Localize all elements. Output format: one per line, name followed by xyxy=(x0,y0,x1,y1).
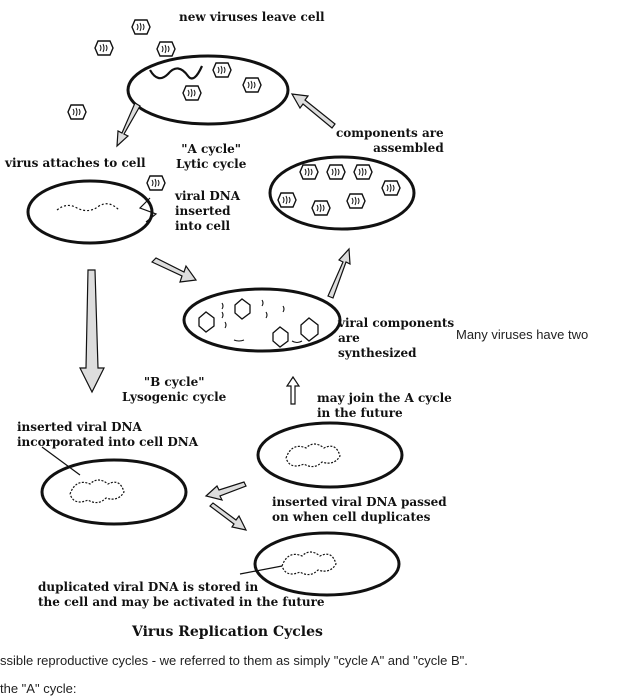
virus-icon xyxy=(67,104,87,120)
cell-release xyxy=(126,41,290,126)
virus-icon xyxy=(242,77,262,93)
arrow-synth-to-assembly xyxy=(327,247,351,299)
label-viral-dna-inserted: viral DNA inserted into cell xyxy=(175,189,241,233)
virus-icon xyxy=(326,164,346,180)
label-a-cycle: "A cycle" Lytic cycle xyxy=(176,142,247,171)
virus-icon xyxy=(353,164,373,180)
side-note: Many viruses have two xyxy=(456,327,589,342)
virus-icon xyxy=(182,85,202,101)
virus-icon xyxy=(346,193,366,209)
virus-icon xyxy=(131,19,151,35)
arrows-duplication xyxy=(204,481,248,531)
arrow-may-join xyxy=(285,375,301,405)
arrow-attach-to-synth xyxy=(150,257,198,283)
label-b-cycle: "B cycle" Lysogenic cycle xyxy=(122,375,227,404)
label-stored: duplicated viral DNA is stored in the ce… xyxy=(38,580,325,609)
cell-lysogenic-upper xyxy=(256,421,404,489)
cell-attach xyxy=(26,175,166,245)
body-text-line2: the "A" cycle: xyxy=(0,681,77,696)
arrow-release-to-attach xyxy=(116,102,141,148)
label-may-join: may join the A cycle in the future xyxy=(317,391,452,420)
virus-icon xyxy=(212,62,232,78)
label-components-assembled: components are assembled xyxy=(336,126,444,155)
cell-lysogenic-lower xyxy=(239,531,401,597)
label-virus-attaches: virus attaches to cell xyxy=(5,156,146,170)
cell-assembly xyxy=(268,155,416,231)
virus-icon xyxy=(94,40,114,56)
virus-icon xyxy=(277,192,297,208)
virus-icon xyxy=(156,41,176,57)
label-viral-components-synthesized: viral components are synthesized xyxy=(338,316,455,360)
cell-synthesis xyxy=(182,287,342,353)
cell-lysogenic-incorporated xyxy=(40,446,188,526)
virus-icon xyxy=(311,200,331,216)
arrow-attach-to-lysogenic xyxy=(79,269,105,394)
arrow-assembly-to-release xyxy=(290,93,336,129)
virus-icon xyxy=(299,164,319,180)
body-text-line1: ssible reproductive cycles - we referred… xyxy=(0,653,468,668)
virus-icon xyxy=(146,175,166,191)
label-incorporated: inserted viral DNA incorporated into cel… xyxy=(17,420,199,449)
virus-icon xyxy=(381,180,401,196)
label-passed-on: inserted viral DNA passed on when cell d… xyxy=(272,495,447,524)
label-new-viruses: new viruses leave cell xyxy=(179,10,325,24)
diagram-title: Virus Replication Cycles xyxy=(132,624,323,640)
